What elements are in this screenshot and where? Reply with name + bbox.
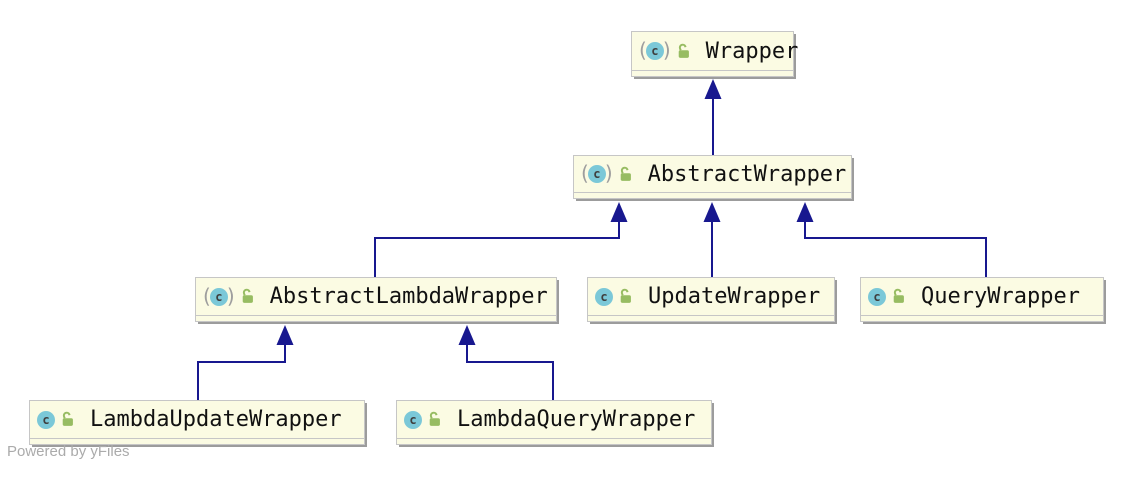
- class-icon-circle: c: [645, 42, 664, 60]
- class-node-content: ( c ) AbstractLambdaWrapper: [196, 278, 556, 315]
- class-node-lambda-update-wrapper[interactable]: c LambdaUpdateWrapper: [29, 400, 365, 445]
- class-icon-circle: c: [868, 287, 886, 306]
- edge-abstract-lambda-wrapper-to-abstract-wrapper: [374, 222, 620, 277]
- lock-icon: [617, 166, 634, 183]
- class-icon: ( c ): [203, 283, 235, 308]
- lock-icon: [617, 288, 634, 305]
- class-node-lambda-query-wrapper[interactable]: c LambdaQueryWrapper: [396, 400, 712, 445]
- class-icon-circle: c: [404, 410, 422, 429]
- class-icon-circle: c: [209, 287, 228, 306]
- class-node-query-wrapper[interactable]: c QueryWrapper: [860, 277, 1104, 322]
- abstract-paren-left: (: [203, 283, 211, 308]
- class-name-label: LambdaQueryWrapper: [457, 407, 696, 432]
- class-icon-letter: c: [651, 44, 659, 58]
- class-node-abstract-lambda-wrapper[interactable]: ( c ) AbstractLambdaWrapper: [195, 277, 557, 322]
- lock-icon: [426, 411, 443, 428]
- edge-query-wrapper-to-abstract-wrapper: [804, 222, 987, 277]
- class-icon-letter: c: [42, 412, 50, 427]
- class-name-label: QueryWrapper: [921, 284, 1080, 309]
- class-node-content: ( c ) Wrapper: [632, 32, 798, 70]
- class-icon: ( c ): [639, 38, 671, 62]
- lock-icon: [890, 288, 907, 305]
- yfiles-watermark: Powered by yFiles: [7, 443, 130, 460]
- class-node-update-wrapper[interactable]: c UpdateWrapper: [587, 277, 835, 322]
- class-icon-letter: c: [873, 289, 881, 304]
- abstract-paren-right: ): [226, 283, 235, 308]
- abstract-paren-right: ): [662, 38, 671, 62]
- class-icon: ( c ): [581, 161, 613, 185]
- arrowhead-update-wrapper-to-abstract-wrapper: [703, 202, 721, 222]
- arrowhead-lambda-update-wrapper-to-abstract-lambda-wrapper: [276, 325, 294, 345]
- class-icon-letter: c: [593, 167, 601, 181]
- class-icon-letter: c: [215, 289, 223, 304]
- class-icon-circle: c: [587, 165, 606, 183]
- class-icon: c: [868, 287, 886, 306]
- edge-lambda-query-wrapper-to-abstract-lambda-wrapper: [466, 345, 554, 400]
- class-node-content: ( c ) AbstractWrapper: [574, 156, 851, 192]
- abstract-paren-right: ): [604, 161, 613, 185]
- class-name-label: AbstractLambdaWrapper: [269, 284, 548, 309]
- class-node-content: c LambdaUpdateWrapper: [30, 401, 364, 438]
- class-name-label: Wrapper: [705, 38, 799, 64]
- arrowhead-abstract-lambda-wrapper-to-abstract-wrapper: [610, 202, 628, 222]
- lock-icon: [675, 43, 692, 60]
- class-icon: c: [404, 410, 422, 429]
- class-icon-circle: c: [595, 287, 613, 306]
- class-icon-letter: c: [409, 412, 417, 427]
- class-node-wrapper[interactable]: ( c ) Wrapper: [631, 31, 798, 77]
- arrowhead-abstract-wrapper-to-wrapper: [704, 79, 722, 99]
- class-icon: c: [595, 287, 613, 306]
- class-name-label: AbstractWrapper: [647, 161, 847, 187]
- lock-icon: [59, 411, 76, 428]
- class-node-content: c QueryWrapper: [861, 278, 1103, 315]
- abstract-paren-left: (: [639, 38, 647, 62]
- class-icon-letter: c: [600, 289, 608, 304]
- abstract-paren-left: (: [581, 161, 589, 185]
- class-name-label: LambdaUpdateWrapper: [90, 407, 342, 432]
- arrowhead-query-wrapper-to-abstract-wrapper: [796, 202, 814, 222]
- class-icon: c: [37, 410, 55, 429]
- class-node-abstract-wrapper[interactable]: ( c ) AbstractWrapper: [573, 155, 852, 199]
- class-node-content: c UpdateWrapper: [588, 278, 834, 315]
- class-icon-circle: c: [37, 410, 55, 429]
- class-node-content: c LambdaQueryWrapper: [397, 401, 711, 438]
- edge-lambda-update-wrapper-to-abstract-lambda-wrapper: [197, 345, 286, 400]
- lock-icon: [239, 288, 256, 305]
- arrowhead-lambda-query-wrapper-to-abstract-lambda-wrapper: [458, 325, 476, 345]
- class-name-label: UpdateWrapper: [648, 284, 821, 309]
